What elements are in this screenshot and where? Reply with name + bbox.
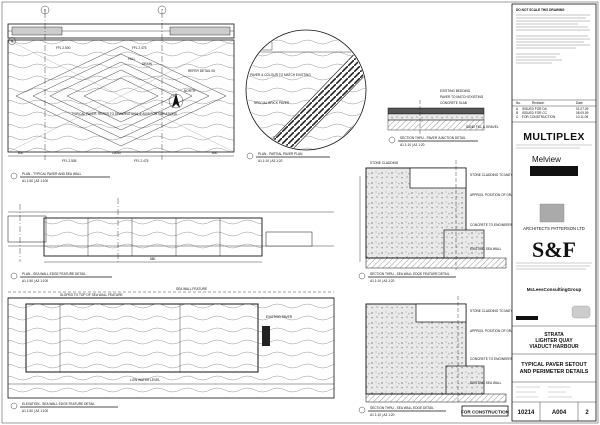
sea-wall-plan-dim: 880	[150, 257, 156, 261]
rev-row-2-date: 08.09.09	[576, 111, 589, 115]
level-ffl-2: FFL 2.475	[132, 46, 147, 50]
grid-label-a: A	[11, 39, 14, 43]
notes-header: DO NOT SCALE THIS DRAWING	[516, 8, 565, 12]
dim-center: 10050	[112, 151, 121, 155]
north-label: NORTH	[184, 89, 196, 93]
grid-bubble-a	[8, 37, 16, 45]
rev-row-2-desc: ISSUED FOR CC	[522, 111, 548, 115]
sec1-callout-2: APPROX. POSITION OF DRAIN OUTLETS	[470, 193, 532, 197]
partial-callout-2: SPECIAL BRICK PAVER	[254, 101, 290, 105]
grid-bubble-7	[157, 5, 167, 15]
sec1-callout-3: CONCRETE TO ENGINEERS DETAIL	[470, 223, 525, 227]
sec2-callout-2: APPROX. POSITION OF DRAIN OUTLETS	[470, 329, 532, 333]
level-ffl-1: FFL 2.500	[56, 46, 71, 50]
fall-label: FALL	[128, 57, 136, 61]
paver-note: TYPICAL PAVER. REFER TO DRAWING A001 & A…	[72, 112, 177, 116]
drawing-number: A004	[552, 410, 567, 416]
partial-callout-1: PAVER & COLOUR TO MATCH EXISTING	[250, 73, 311, 77]
section1-title: SECTION THRU - SEA WALL EDGE FEATURE DET…	[370, 272, 450, 276]
rev-row-3-no: C	[516, 115, 519, 119]
elevation-title: ELEVATION - SEA WALL EDGE FEATURE DETAIL	[22, 402, 95, 406]
junction-callout-1: EXISTING BEDDING	[440, 89, 471, 93]
project-name-3: VIADUCT HARBOUR	[529, 344, 579, 350]
sec1-callout-4: EXISTING SEA WALL	[470, 247, 502, 251]
elev-callout-1: SLOPED TO TOP OF SEA WALL FEATURE	[60, 293, 123, 297]
junction-callout-3: CONCRETE SLAB	[440, 101, 467, 105]
level-ffl-3: FFL 2.505	[62, 159, 77, 163]
revision-number: 2	[585, 410, 589, 416]
grid-bubble-6	[40, 5, 50, 15]
drawing-title-2: AND PERIMETER DETAILS	[520, 369, 589, 375]
plan-sea-wall: 880 PLAN - SEA WALL EDGE FEATURE DETAIL …	[7, 198, 334, 283]
consultant-logo: McLeesConsultingGroup	[527, 287, 582, 292]
section2-scale: A1 1:10 | A3 1:20	[370, 413, 395, 417]
elev-callout-2: SEA WALL FEATURE	[176, 287, 207, 291]
junction-title: SECTION THRU - PAVER JUNCTION DETAIL	[400, 136, 466, 140]
diamond-pattern-outer	[15, 45, 227, 147]
drain-label: DRAIN	[142, 62, 153, 66]
grid-label-7: 7	[161, 8, 164, 13]
level-ffl-4: FFL 2.475	[134, 159, 149, 163]
rev-row-3-date: 10.11.09	[576, 115, 588, 119]
project-name-1: STRATA	[544, 332, 564, 338]
dim-right: 800	[212, 151, 218, 155]
elev-callout-4: EXISTING PAVER	[266, 315, 293, 319]
dim-left: 800	[18, 151, 24, 155]
rev-row-2-no: B	[516, 111, 518, 115]
drawing-title-1: TYPICAL PAVER SETOUT	[521, 362, 587, 368]
section1-scale: A1 1:10 | A3 1:20	[370, 279, 395, 283]
elevation-scale: A1 1:50 | A3 1:100	[22, 409, 48, 413]
developer-logo-bar	[530, 166, 578, 176]
rev-header-date: Date	[576, 101, 583, 105]
plan-paver-scale: A1 1:50 | A3 1:100	[22, 179, 48, 183]
junction-callout-2: PAVER TO MATCH EXISTING	[440, 95, 484, 99]
partial-plan-scale: A1 1:10 | A3 1:20	[258, 159, 283, 163]
project-number: 10214	[518, 410, 535, 416]
sea-wall-feature-plan	[43, 217, 263, 257]
plan-typical-paver: 6 7 A FFL 2.500 FFL 2.475 FFL 2.505 FFL …	[7, 5, 235, 183]
architect-logo-mark	[539, 203, 565, 223]
rev-row-1-desc: ISSUED FOR DA	[522, 107, 548, 111]
elev-callout-3: LOW WATER LEVEL	[130, 378, 160, 382]
sec2-callout-3: CONCRETE TO ENGINEERS DETAIL	[470, 357, 525, 361]
rev-header-no: No.	[516, 101, 521, 105]
junction-scale: A1 1:10 | A3 1:20	[400, 143, 425, 147]
sec2-callout-1: STONE CLADDING TO MATCH EXISTING	[470, 309, 532, 313]
sea-wall-plan-scale: A1 1:50 | A3 1:100	[22, 279, 48, 283]
special-brick-band	[261, 47, 365, 149]
plan-partial-paver: PAVER & COLOUR TO MATCH EXISTING SPECIAL…	[245, 29, 367, 163]
construction-stamp-text: FOR CONSTRUCTION	[461, 410, 510, 415]
rev-row-3-desc: FOR CONSTRUCTION	[522, 115, 556, 119]
project-name-2: LIGHTER QUAY	[535, 338, 573, 344]
plan-paver-title: PLAN - TYPICAL PAVER AND SEA WALL	[22, 172, 82, 176]
side-ref-label: REFER DETAIL 06	[188, 69, 215, 73]
architect-name: ARCHITECTS PATTERSON LTD	[523, 226, 585, 231]
section-sea-wall-1: STONE CLADDING TO MATCH EXISTING APPROX.…	[358, 160, 532, 283]
client-logo: MULTIPLEX	[523, 131, 584, 143]
landscape-logo: S&F	[532, 237, 576, 262]
title-block: DO NOT SCALE THIS DRAWING No. Revision D…	[511, 3, 597, 422]
sec1-callout-1: STONE CLADDING TO MATCH EXISTING	[470, 173, 532, 177]
section2-title: SECTION THRU - SEA WALL EDGE DETAIL	[370, 406, 434, 410]
sea-wall-plan-title: PLAN - SEA WALL EDGE FEATURE DETAIL	[22, 272, 86, 276]
north-arrow-icon	[168, 93, 184, 109]
section-sea-wall-2: STONE CLADDING TO MATCH EXISTING APPROX.…	[358, 296, 532, 417]
developer-logo: Melview	[532, 155, 561, 164]
grid-label-6: 6	[44, 8, 47, 13]
sec1-callout-5: STONE CLADDING	[370, 161, 399, 165]
junction-callout-4: SAND FILL & GRAVEL	[466, 125, 499, 129]
consultant-mark-icon	[571, 305, 591, 319]
partial-plan-title: PLAN - PARTIAL PAVER PLAN	[258, 152, 303, 156]
rev-row-1-no: A	[516, 107, 519, 111]
section-paver-junction: EXISTING BEDDING PAVER TO MATCH EXISTING…	[387, 89, 499, 147]
rev-row-1-date: 01.07.09	[576, 107, 589, 111]
construction-stamp	[461, 405, 509, 417]
elevation-sea-wall: SLOPED TO TOP OF SEA WALL FEATURE SEA WA…	[7, 287, 335, 413]
junction-paver	[387, 107, 485, 115]
rev-header-desc: Revision	[532, 101, 544, 105]
sec2-callout-4: EXISTING SEA WALL	[470, 381, 502, 385]
